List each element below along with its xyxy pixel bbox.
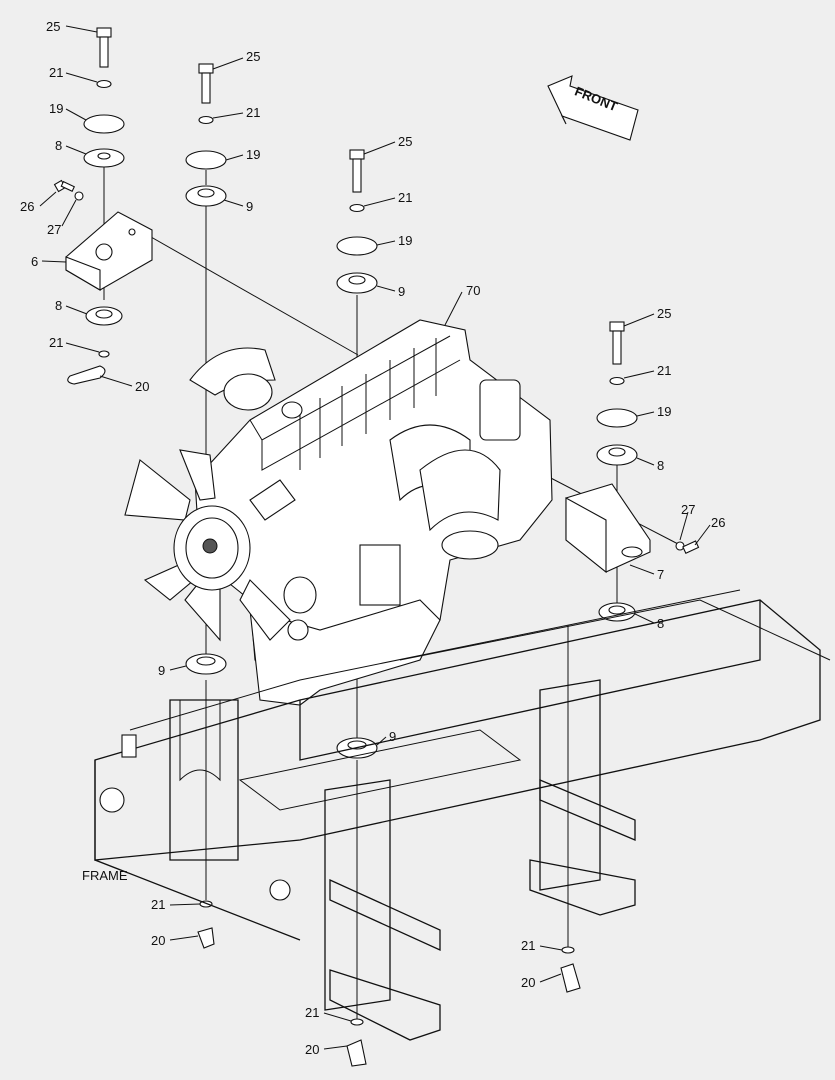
ecu-box xyxy=(359,544,401,606)
callout-label: 9 xyxy=(246,199,253,214)
nut-20-bottom-left xyxy=(197,927,215,949)
callout-label: 19 xyxy=(49,101,63,116)
bracket-6 xyxy=(65,211,153,291)
washer-21-lower-left xyxy=(98,350,110,358)
callout-label: 9 xyxy=(158,663,165,678)
callout-label: 21 xyxy=(49,65,63,80)
washer-27-left xyxy=(74,191,84,201)
callout-label: 25 xyxy=(46,19,60,34)
callout-label: 21 xyxy=(398,190,412,205)
machine-frame xyxy=(94,589,831,1041)
bolt-25-head xyxy=(198,63,214,74)
callout-label: 19 xyxy=(398,233,412,248)
engine-assembly xyxy=(124,319,553,706)
callout-label: 8 xyxy=(657,458,664,473)
callout-label: 21 xyxy=(49,335,63,350)
callout-label: 20 xyxy=(151,933,165,948)
rear-left-mount-stack xyxy=(185,63,227,949)
callout-label: 19 xyxy=(657,404,671,419)
callout-label: 21 xyxy=(521,938,535,953)
starter-motor xyxy=(441,530,499,560)
washer-21-left xyxy=(96,79,112,89)
callout-label: 26 xyxy=(20,199,34,214)
frame-label: FRAME xyxy=(82,868,128,883)
bracket-7 xyxy=(565,483,651,574)
callout-label: 70 xyxy=(466,283,480,298)
callout-leader-lines xyxy=(39,25,711,1050)
filter-housing xyxy=(479,379,521,441)
callout-label: 7 xyxy=(657,567,664,582)
callout-label: 8 xyxy=(55,138,62,153)
callout-label: 21 xyxy=(657,363,671,378)
bolt-26-left xyxy=(53,179,76,193)
valve-cover xyxy=(299,338,437,470)
nut-20-lower-left xyxy=(67,365,106,385)
washer-19 xyxy=(185,150,227,170)
callout-label: 21 xyxy=(305,1005,319,1020)
bolt-25-left xyxy=(96,27,112,68)
callout-label: 25 xyxy=(657,306,671,321)
fan-assembly xyxy=(124,449,296,642)
callout-label: 21 xyxy=(246,105,260,120)
callout-label: 20 xyxy=(521,975,535,990)
callout-label: 20 xyxy=(305,1042,319,1057)
oil-filler-cap xyxy=(281,401,303,419)
callout-label: 25 xyxy=(398,134,412,149)
callout-label: 20 xyxy=(135,379,149,394)
callout-labels: 25 21 19 8 26 27 6 8 21 20 25 21 19 9 25… xyxy=(20,19,725,1057)
turbocharger xyxy=(223,373,273,411)
callout-label: 26 xyxy=(711,515,725,530)
washer-21 xyxy=(198,115,214,125)
callout-label: 21 xyxy=(151,897,165,912)
callout-label: 27 xyxy=(681,502,695,517)
callout-label: 8 xyxy=(657,616,664,631)
callout-label: 6 xyxy=(31,254,38,269)
callout-label: 9 xyxy=(389,729,396,744)
callout-label: 27 xyxy=(47,222,61,237)
right-mount-stack xyxy=(560,321,700,993)
callout-label: 25 xyxy=(246,49,260,64)
left-mount-stack xyxy=(53,27,153,385)
callout-label: 8 xyxy=(55,298,62,313)
callout-label: 9 xyxy=(398,284,405,299)
alternator-pulley xyxy=(283,576,317,614)
callout-label: 19 xyxy=(246,147,260,162)
washer-19-left xyxy=(83,114,125,134)
